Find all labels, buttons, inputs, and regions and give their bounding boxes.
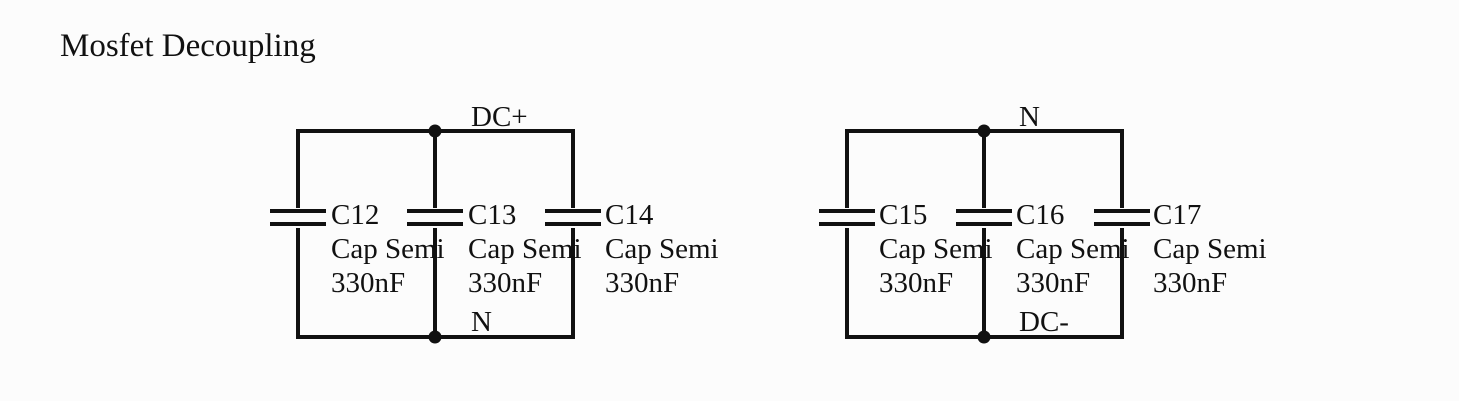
capacitor-designator: C17 [1153, 199, 1201, 231]
capacitor-value: 330nF [1153, 267, 1227, 299]
capacitor-description: Cap Semi [468, 233, 582, 265]
capacitor-c14[interactable]: C14 Cap Semi 330nF [543, 199, 719, 299]
capacitor-designator: C15 [879, 199, 927, 231]
capacitor-description: Cap Semi [605, 233, 719, 265]
capacitor-value: 330nF [331, 267, 405, 299]
circuit-2-bottom-net-label: DC- [1019, 306, 1069, 338]
capacitor-designator: C13 [468, 199, 516, 231]
capacitor-description: Cap Semi [879, 233, 993, 265]
capacitor-c17[interactable]: C17 Cap Semi 330nF [1092, 199, 1267, 299]
capacitor-value: 330nF [1016, 267, 1090, 299]
capacitor-value: 330nF [468, 267, 542, 299]
capacitor-c15[interactable]: C15 Cap Semi 330nF [817, 199, 993, 299]
circuit-1-bottom-junction [428, 330, 442, 344]
capacitor-description: Cap Semi [1016, 233, 1130, 265]
capacitor-description: Cap Semi [331, 233, 445, 265]
circuit-2-bottom-junction [977, 330, 991, 344]
circuit-1-top-net-label: DC+ [471, 101, 528, 133]
circuit-n-to-dc-minus: N DC- C15 Cap Semi 330nF C16 Cap Semi 33… [817, 101, 1267, 344]
capacitor-c13[interactable]: C13 Cap Semi 330nF [405, 199, 582, 299]
capacitor-value: 330nF [605, 267, 679, 299]
capacitor-value: 330nF [879, 267, 953, 299]
capacitor-c16[interactable]: C16 Cap Semi 330nF [954, 199, 1130, 299]
page-title: Mosfet Decoupling [60, 28, 316, 64]
capacitor-description: Cap Semi [1153, 233, 1267, 265]
capacitor-designator: C16 [1016, 199, 1064, 231]
capacitor-c12[interactable]: C12 Cap Semi 330nF [268, 199, 445, 299]
capacitor-designator: C12 [331, 199, 379, 231]
circuit-dc-plus-to-n: DC+ N C12 Cap Semi 330nF C13 Cap Semi 33… [268, 101, 719, 344]
circuit-1-top-junction [428, 124, 442, 138]
capacitor-designator: C14 [605, 199, 654, 231]
circuit-2-top-junction [977, 124, 991, 138]
circuit-2-top-net-label: N [1019, 101, 1040, 133]
circuit-1-bottom-net-label: N [471, 306, 492, 338]
